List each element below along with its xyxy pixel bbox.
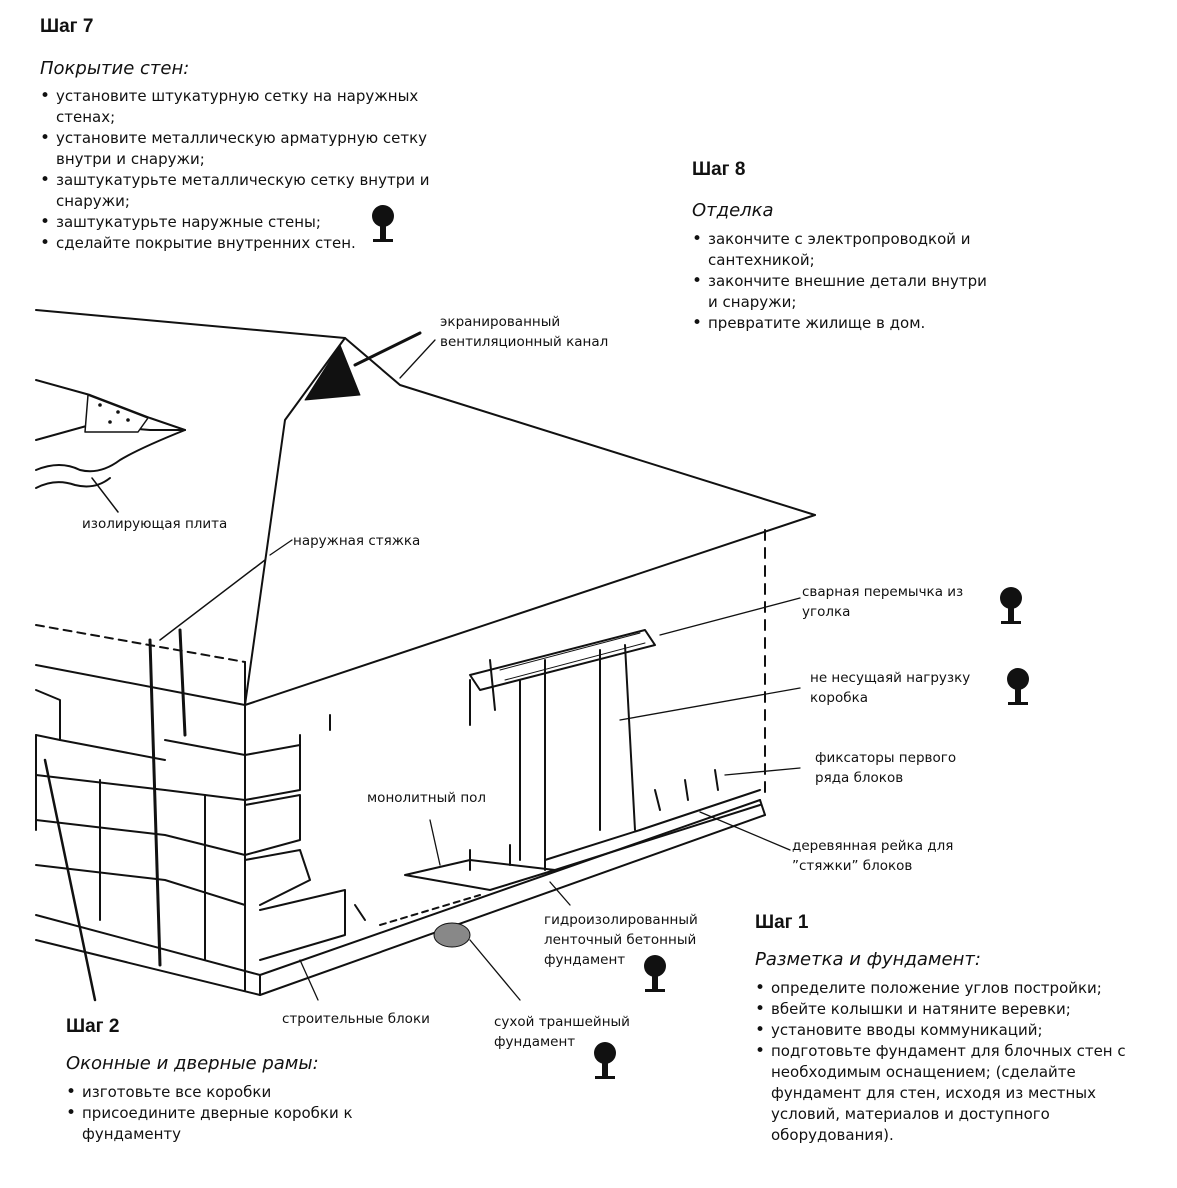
step8-subtitle: Отделка — [692, 200, 774, 221]
list-item: сделайте покрытие внутренних стен. — [38, 233, 433, 254]
list-item: заштукатурьте металлическую сетку внутри… — [38, 170, 433, 212]
step7-list: установите штукатурную сетку на наружных… — [38, 86, 433, 254]
list-item: определите положение углов постройки; — [753, 978, 1153, 999]
step8-list: закончите с электропроводкой и сантехник… — [690, 229, 1000, 334]
step2-subtitle: Оконные и дверные рамы: — [66, 1053, 319, 1074]
step2-list: изготовьте все коробки присоедините двер… — [64, 1082, 364, 1145]
roof — [35, 309, 816, 706]
tree-icon — [644, 955, 666, 992]
list-item: превратите жилище в дом. — [690, 313, 1000, 334]
label-blocks: строительные блоки — [282, 1011, 430, 1027]
list-item: закончите внешние детали внутри и снаруж… — [690, 271, 1000, 313]
label-lintel: сварная перемычка из уголка — [802, 584, 964, 620]
label-frame: не несущаяй нагрузку коробка — [810, 670, 971, 706]
leader-lines — [269, 339, 801, 1001]
list-item: подготовьте фундамент для блочных стен с… — [753, 1041, 1153, 1146]
step1-list: определите положение углов постройки; вб… — [753, 978, 1153, 1146]
step7-title: Шаг 7 — [40, 16, 94, 37]
label-monolithic-floor: монолитный пол — [367, 790, 487, 806]
list-item: присоедините дверные коробки к фундамент… — [64, 1103, 364, 1145]
tree-icon — [1007, 668, 1029, 705]
walls — [35, 529, 766, 1002]
monolithic-floor — [404, 769, 761, 891]
label-vent: экранированный вентиляционный канал — [440, 314, 609, 350]
list-item: вбейте колышки и натяните веревки; — [753, 999, 1153, 1020]
tree-icon — [1000, 587, 1022, 624]
step8-title: Шаг 8 — [692, 159, 746, 180]
label-insulation: изолирующая плита — [82, 516, 228, 532]
list-item: установите штукатурную сетку на наружных… — [38, 86, 433, 128]
label-foundation: гидроизолированный ленточный бетонный фу… — [544, 912, 698, 968]
tree-icon — [372, 205, 394, 242]
list-item: изготовьте все коробки — [64, 1082, 364, 1103]
step7-subtitle: Покрытие стен: — [40, 58, 190, 79]
list-item: закончите с электропроводкой и сантехник… — [690, 229, 1000, 271]
list-item: установите вводы коммуникаций; — [753, 1020, 1153, 1041]
label-outer-tie: наружная стяжка — [293, 533, 421, 549]
list-item: установите металлическую арматурную сетк… — [38, 128, 433, 170]
dry-trench — [354, 894, 481, 948]
label-dry-trench: сухой траншейный фундамент — [494, 1014, 630, 1050]
door-frame — [469, 629, 656, 861]
step2-title: Шаг 2 — [66, 1016, 120, 1037]
step1-subtitle: Разметка и фундамент: — [755, 949, 981, 970]
label-fixators: фиксаторы первого ряда блоков — [815, 750, 957, 786]
list-item: заштукатурьте наружные стены; — [38, 212, 433, 233]
tree-icon — [594, 1042, 616, 1079]
label-wood-rail: деревянная рейка для ”стяжки” блоков — [792, 838, 954, 874]
step1-title: Шаг 1 — [755, 912, 809, 933]
